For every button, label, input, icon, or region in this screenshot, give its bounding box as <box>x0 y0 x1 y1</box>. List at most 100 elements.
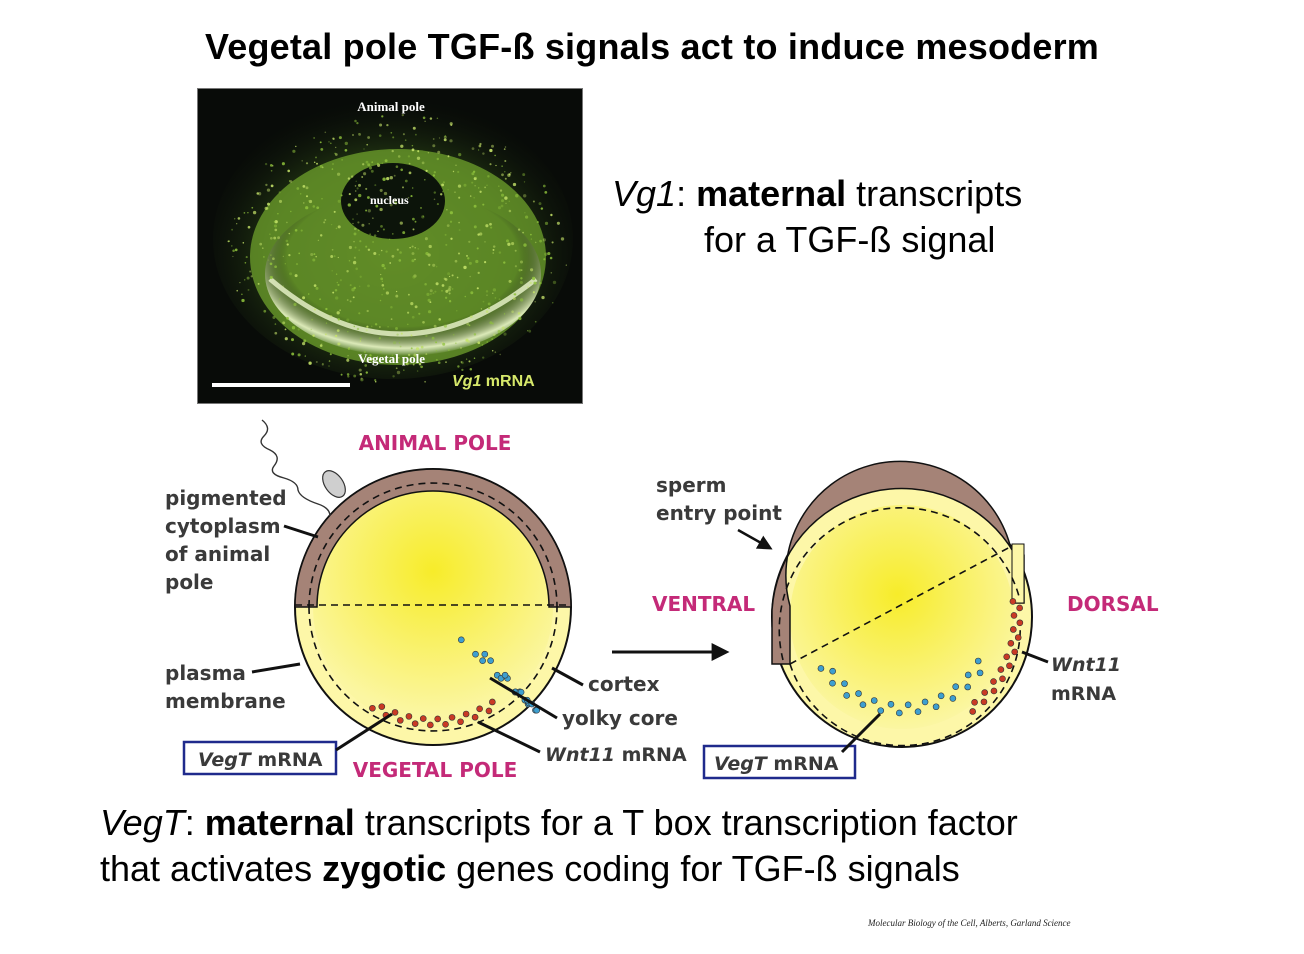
wnt11-dot <box>990 687 998 695</box>
scale-bar <box>212 383 350 387</box>
rotation-line-right <box>789 545 1013 665</box>
vg1-description-line2: for a TGF-ß signal <box>704 219 996 260</box>
vegt-dot <box>829 667 836 675</box>
source-credit: Molecular Biology of the Cell, Alberts, … <box>868 918 1071 928</box>
vegt-dot <box>870 697 878 704</box>
mrna-dots-right <box>817 598 1024 717</box>
wnt11-dot <box>999 675 1006 683</box>
label-yolky-core: yolky core <box>562 706 678 730</box>
wnt11-dot <box>411 720 419 727</box>
vegt-dot <box>472 650 479 658</box>
wnt11-dot <box>434 715 441 723</box>
wnt11-dot <box>378 703 386 710</box>
wnt11-left-gene: Wnt11 <box>545 744 615 766</box>
vegt-dot <box>887 701 895 708</box>
wnt11-dot <box>1010 626 1017 633</box>
vegt-dot <box>843 692 850 699</box>
label-sperm-2: entry point <box>656 501 782 525</box>
label-plasma-1: plasma <box>165 661 246 685</box>
vegt-dot <box>829 679 836 687</box>
micro-label-nucleus: nucleus <box>370 193 409 207</box>
vegt-dot <box>976 669 984 677</box>
wnt11-dot <box>1014 634 1022 641</box>
label-pigmented-4: pole <box>165 570 213 594</box>
vegt-dot <box>877 707 885 714</box>
label-plasma-2: membrane <box>165 689 286 713</box>
wnt11-dot <box>462 710 470 718</box>
wnt11-dot <box>489 698 496 706</box>
vg1-sep: : <box>676 173 697 214</box>
egg-after-fertilization <box>771 460 1033 748</box>
wnt11-dot <box>442 721 449 728</box>
micro-caption-rest: mRNA <box>481 373 535 390</box>
egg-left-yolk <box>313 487 553 727</box>
vegt-right-box <box>702 744 857 780</box>
wnt11-dot <box>427 721 434 729</box>
vegt-dot <box>937 692 945 700</box>
egg-right-yolk <box>790 505 1014 729</box>
leader-sperm <box>737 528 773 550</box>
leader-plasma <box>251 662 301 674</box>
vegt-dot <box>859 701 867 709</box>
cortex-dash-top-right <box>778 506 1021 661</box>
vegt-dot <box>841 680 848 687</box>
vegt-dot <box>457 636 465 644</box>
micro-label-animal-pole: Animal pole <box>357 99 425 114</box>
wnt11-dot <box>980 698 988 706</box>
label-wnt11-left: Wnt11 mRNA <box>545 744 687 766</box>
vegt-dot <box>481 650 489 658</box>
egg-before-fertilization <box>294 468 572 746</box>
wnt11-dot <box>476 705 483 713</box>
vegt-sep: : <box>184 802 205 843</box>
vegt-dot <box>949 695 957 702</box>
slide-title: Vegetal pole TGF-ß signals act to induce… <box>205 26 1099 67</box>
vg1-gene: Vg1 <box>612 173 677 214</box>
label-wnt11-right-rest: mRNA <box>1051 683 1116 705</box>
vg1-rest: transcripts <box>846 173 1023 214</box>
wnt11-dot <box>457 718 464 726</box>
vegt-left-gene: VegT <box>198 749 253 771</box>
vg1-maternal: maternal <box>696 173 847 214</box>
wnt11-dot <box>391 709 399 716</box>
label-vegetal-pole: VEGETAL POLE <box>353 758 518 782</box>
egg-diagram: ANIMAL POLE VEGETAL POLE pigmented cytop… <box>165 419 1159 782</box>
gray-crescent <box>1011 543 1025 604</box>
wnt11-dot <box>396 717 404 724</box>
vegt-gene: VegT <box>100 802 185 843</box>
wnt11-dot <box>997 666 1005 673</box>
pigmented-cap-right <box>771 460 1025 665</box>
label-wnt11-right-gene: Wnt11 <box>1051 654 1121 676</box>
vegt-dot <box>921 698 929 706</box>
wnt11-dot <box>1003 653 1011 661</box>
vegt-zygotic: zygotic <box>322 848 447 889</box>
vegt-dot <box>964 683 972 691</box>
sperm-head <box>322 470 346 498</box>
wnt11-dot <box>419 715 427 722</box>
leader-yolky <box>489 676 558 720</box>
cortex-dash-bottom-right <box>789 619 1022 747</box>
label-pigmented-3: of animal <box>165 542 270 566</box>
label-sperm-1: sperm <box>656 473 727 497</box>
micro-label-vegetal-pole: Vegetal pole <box>358 351 426 366</box>
wnt11-dot <box>485 707 493 715</box>
leader-pigmented <box>283 524 319 539</box>
vegt-dot <box>932 703 940 711</box>
vegt-dot <box>914 708 922 715</box>
label-vegt-left: VegT mRNA <box>198 749 323 771</box>
vegt-dot <box>487 657 494 664</box>
vegt-dot <box>974 657 982 665</box>
wnt11-dot <box>369 704 376 712</box>
label-vegt-right: VegT mRNA <box>714 753 839 775</box>
leader-vegt-right <box>840 712 882 754</box>
vegt-dot <box>855 690 862 697</box>
vegt-line2-post: genes coding for TGF-ß signals <box>446 848 960 889</box>
oocyte-image <box>198 89 582 403</box>
wnt11-dot <box>1016 619 1024 627</box>
vegt-right-rest: mRNA <box>767 753 839 775</box>
label-cortex: cortex <box>588 672 660 696</box>
vegt-line2-pre: that activates <box>100 848 323 889</box>
wnt11-dot <box>448 714 456 721</box>
leader-vegt-left <box>335 712 393 752</box>
vegt-dot <box>817 665 825 672</box>
vegt-dot <box>479 657 486 664</box>
